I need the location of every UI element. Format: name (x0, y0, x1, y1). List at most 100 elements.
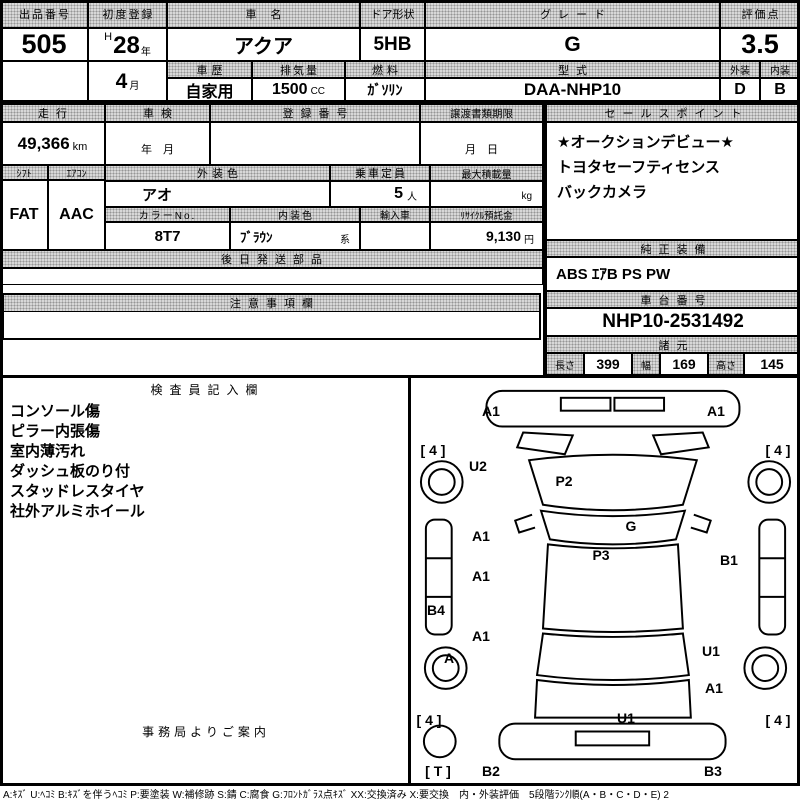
chassis-no: NHP10-2531492 (546, 308, 800, 336)
inspection-cell: 年 月 (105, 122, 210, 165)
width-label: 幅 (632, 353, 660, 375)
damage-mark-T-27-393: [ T ] (425, 763, 451, 779)
fuel: ｶﾞｿﾘﾝ (345, 78, 425, 101)
int-color-cell: ﾌﾞﾗｳﾝ 系 (230, 222, 360, 250)
door-shape: 5HB (360, 28, 425, 61)
spare-tire (422, 724, 457, 759)
damage-mark-A1-80-33: A1 (482, 403, 500, 419)
max-load-cell: kg (430, 181, 543, 207)
int-color: ﾌﾞﾗｳﾝ (240, 229, 273, 245)
left-side-panel (424, 518, 453, 636)
damage-mark-B3-302-393: B3 (704, 763, 722, 779)
damage-mark-4-367-72: [ 4 ] (765, 442, 791, 458)
damage-mark-A1-305-33: A1 (707, 403, 725, 419)
inspection-label: 車検 (105, 104, 210, 122)
damage-mark-A-38-280: A (443, 650, 455, 666)
length-label: 長さ (546, 353, 584, 375)
sales-point-label: セールスポイント (546, 104, 800, 122)
exhibit-no-label: 出品番号 (0, 0, 88, 28)
capacity-label: 乗車定員 (330, 165, 430, 181)
era-prefix: H (104, 31, 113, 43)
notes-label: 注意事項欄 (2, 293, 541, 312)
first-reg-label: 初度登録 (88, 0, 167, 28)
wheel-front-right (747, 460, 792, 504)
length-value: 399 (584, 353, 632, 375)
height-value: 145 (744, 353, 800, 375)
list-item: 室内薄汚れ (10, 443, 86, 460)
mirror-right (690, 513, 712, 534)
int-color-label: 内装色 (230, 207, 360, 222)
recycle-cell: 9,130 円 (430, 222, 543, 250)
model-label: 型式 (425, 61, 720, 78)
list-item: トヨタセーフティセンス (557, 159, 720, 176)
shift-label: ｼﾌﾄ (0, 165, 48, 180)
car-name: アクア (167, 28, 360, 61)
width-value: 169 (660, 353, 708, 375)
reg-no-empty-cell (210, 122, 420, 165)
equipment: ABS ｴｱB PS PW (546, 257, 800, 291)
equipment-label: 純正装備 (546, 240, 800, 257)
first-reg-month-cell: 4 月 (88, 61, 167, 101)
later-parts-label: 後日発送部品 (0, 250, 543, 268)
capacity: 5 (394, 185, 403, 202)
shift: FAT (0, 180, 48, 250)
ext-color: アオ (105, 181, 330, 207)
recycle-label: ﾘｻｲｸﾙ預託金 (430, 207, 543, 222)
year-unit: 年 (140, 47, 151, 58)
mileage-cell: 49,366 km (0, 122, 105, 165)
wheel-rear-right (743, 646, 788, 690)
displacement: 1500 (271, 80, 308, 98)
history: 自家用 (167, 78, 252, 101)
list-item: コンソール傷 (10, 403, 101, 420)
legend: A:ｷｽﾞ U:ﾍｺﾐ B:ｷｽﾞを伴うﾍｺﾐ P:要塗装 W:補修跡 S:錆 … (3, 790, 669, 800)
headlight-right (651, 431, 711, 456)
interior-label: 内装 (760, 61, 800, 78)
damage-mark-G-220-148: G (625, 518, 637, 534)
divider-top (0, 101, 800, 104)
spec-label: 諸元 (546, 336, 800, 353)
later-parts-empty-cell (0, 268, 543, 285)
color-no-label: カラーNo. (105, 207, 230, 222)
damage-mark-A1-303-310: A1 (705, 680, 723, 696)
capacity-cell: 5 人 (330, 181, 430, 207)
damage-mark-B2-80-393: B2 (482, 763, 500, 779)
car-outline-svg (419, 389, 792, 761)
list-item: ピラー内張傷 (10, 423, 101, 440)
recycle-unit: 円 (524, 235, 534, 246)
transfer-deadline-label: 譲渡書類期限 (420, 104, 543, 122)
displacement-cell: 1500 CC (252, 78, 345, 101)
grade: G (425, 28, 720, 61)
wheel-front-left (419, 460, 464, 504)
exterior-grade: D (720, 78, 760, 101)
displacement-unit: CC (310, 86, 326, 97)
mileage-unit: km (72, 140, 88, 153)
import-label: 輸入車 (360, 207, 430, 222)
rear-window (535, 632, 690, 681)
damage-mark-P3-190-177: P3 (592, 547, 610, 563)
damage-mark-P2-153-103: P2 (555, 473, 573, 489)
mileage-label: 走行 (0, 104, 105, 122)
interior-grade: B (760, 78, 800, 101)
list-item: 社外アルミホイール (10, 503, 145, 520)
divider-diagram (408, 375, 411, 786)
score-label: 評価点 (720, 0, 800, 28)
damage-mark-U1-215-340: U1 (617, 710, 635, 726)
office-notice-title: 事務局よりご案内 (142, 724, 270, 739)
max-load-label: 最大積載量 (430, 165, 543, 181)
damage-mark-4-22-72: [ 4 ] (420, 442, 446, 458)
rear-bumper (498, 722, 727, 761)
damage-mark-A1-70-198: A1 (472, 568, 490, 584)
grade-label: グレード (425, 0, 720, 28)
mileage-value: 49,366 (17, 133, 70, 153)
list-item: ★オークションデビュー★ (557, 134, 734, 151)
color-no: 8T7 (105, 222, 230, 250)
exhibit-no: 505 (0, 28, 88, 61)
damage-mark-B4-25-232: B4 (427, 602, 445, 618)
recycle: 9,130 (485, 228, 521, 244)
damage-mark-U2-67-88: U2 (469, 458, 487, 474)
mirror-left (513, 513, 536, 534)
transfer-deadline-cell: 月 日 (420, 122, 543, 165)
first-reg-year-cell: H 28 年 (88, 28, 167, 61)
door-shape-label: ドア形状 (360, 0, 425, 28)
